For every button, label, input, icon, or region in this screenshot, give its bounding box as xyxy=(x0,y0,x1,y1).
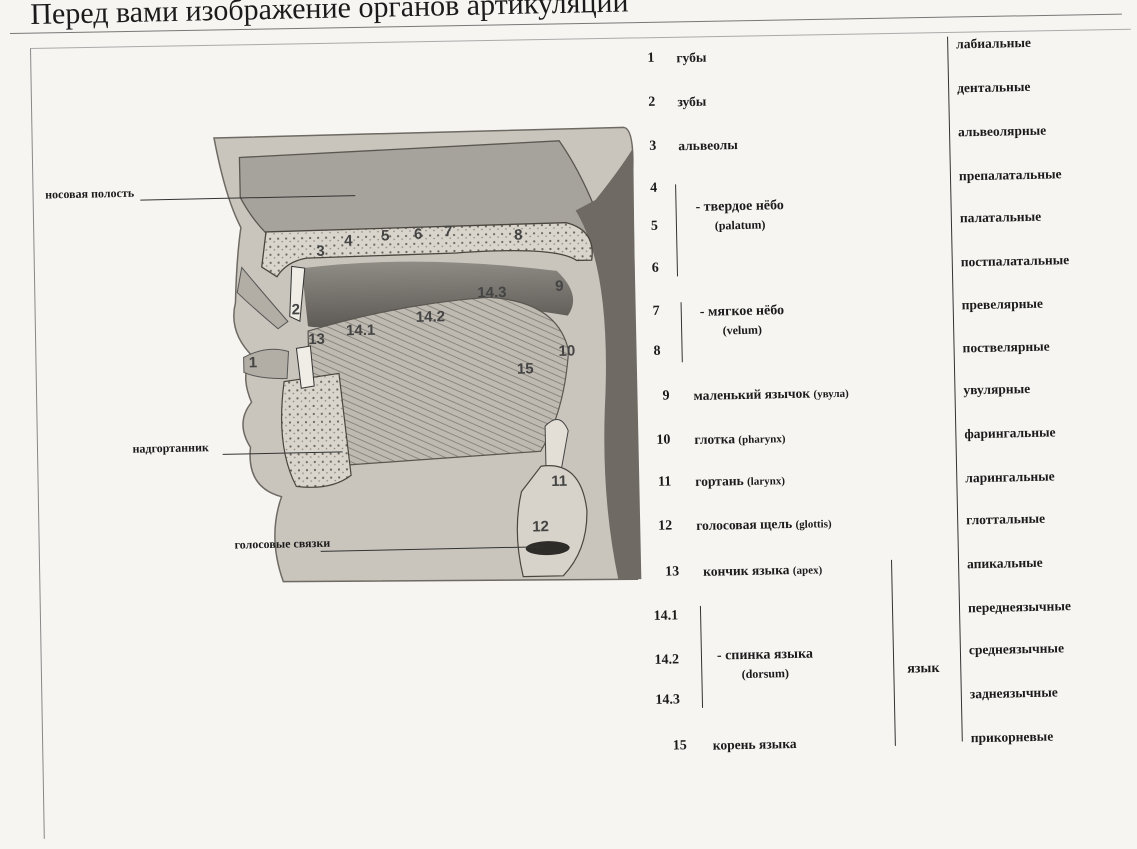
fig-num-13: 13 xyxy=(308,331,325,348)
organ-num-7: 7 xyxy=(626,304,660,321)
organ-glottis: голосовая щель (glottis) xyxy=(696,515,832,534)
term-palatal: палатальные xyxy=(960,209,1042,227)
term-dental: дентальные xyxy=(957,79,1031,97)
term-back-lingual: заднеязычные xyxy=(970,684,1058,702)
organ-num-4: 4 xyxy=(623,181,657,198)
organ-larynx: гортань (larynx) xyxy=(695,472,785,490)
term-mid-lingual: среднеязычные xyxy=(969,640,1064,658)
organ-num-10: 10 xyxy=(636,433,670,450)
organ-uvula: маленький язычок (увула) xyxy=(693,385,849,404)
label-vocal-cords: голосовые связки xyxy=(234,536,330,553)
terms-divider xyxy=(947,37,963,742)
organ-num-12: 12 xyxy=(638,519,672,536)
tongue-back-latin: (dorsum) xyxy=(717,664,813,684)
tongue-label: язык xyxy=(907,661,940,678)
fig-num-9: 9 xyxy=(555,278,564,295)
soft-palate-bracket xyxy=(681,302,683,362)
label-epiglottis: надгортанник xyxy=(132,440,209,457)
term-postpalatal: постпалатальные xyxy=(961,252,1070,270)
organ-num-6: 6 xyxy=(625,261,659,278)
organ-num-2: 2 xyxy=(621,95,655,112)
term-laryngeal: ларингальные xyxy=(965,468,1055,486)
term-uvular: увулярные xyxy=(963,381,1030,398)
term-labial: лабиальные xyxy=(956,35,1031,53)
hard-palate-bracket xyxy=(675,184,678,276)
organ-num-9: 9 xyxy=(635,389,669,406)
soft-palate-label: - мягкое нёбо (velum) xyxy=(700,302,785,340)
term-radical: прикорневые xyxy=(971,729,1054,747)
term-apical: апикальные xyxy=(967,555,1043,573)
fig-num-10: 10 xyxy=(558,343,575,360)
fig-num-6: 6 xyxy=(414,226,423,243)
organ-num-8: 8 xyxy=(626,344,660,361)
fig-num-14-1: 14.1 xyxy=(346,322,376,340)
hard-palate-latin: (palatum) xyxy=(696,215,785,235)
term-prepalatal: препалатальные xyxy=(959,166,1062,184)
organ-num-3: 3 xyxy=(622,139,656,156)
organ-num-14-3: 14.3 xyxy=(646,692,680,709)
term-alveolar: альвеолярные xyxy=(958,123,1046,141)
fig-num-11: 11 xyxy=(551,473,567,490)
fig-num-3: 3 xyxy=(316,243,325,260)
organ-num-13: 13 xyxy=(645,564,679,581)
organ-alveoli: альвеолы xyxy=(678,137,738,154)
tongue-back-bracket xyxy=(700,606,703,708)
fig-num-2: 2 xyxy=(291,301,300,318)
organ-num-14-2: 14.2 xyxy=(645,652,679,669)
fig-num-5: 5 xyxy=(381,227,390,244)
tongue-back-label: - спинка языка (dorsum) xyxy=(717,646,814,684)
organ-num-15: 15 xyxy=(653,738,687,755)
soft-palate-latin: (velum) xyxy=(700,320,785,340)
term-glottal: глоттальные xyxy=(966,511,1045,529)
jaw-shape xyxy=(281,373,352,488)
organ-teeth: зубы xyxy=(677,94,706,111)
organ-num-11: 11 xyxy=(637,475,671,492)
organ-pharynx: глотка (pharynx) xyxy=(694,430,785,448)
term-prevelar: превелярные xyxy=(962,296,1044,314)
term-postvelar: поствелярные xyxy=(962,339,1049,357)
fig-num-1: 1 xyxy=(249,354,258,371)
fig-num-4: 4 xyxy=(344,232,353,249)
organ-tongue-tip: кончик языка (apex) xyxy=(703,561,822,579)
organ-num-1: 1 xyxy=(620,51,654,68)
organ-num-5: 5 xyxy=(624,219,658,236)
fig-num-14-3: 14.3 xyxy=(477,284,507,302)
fig-num-8: 8 xyxy=(514,227,523,244)
fig-num-7: 7 xyxy=(444,223,453,240)
organ-num-14-1: 14.1 xyxy=(644,608,678,625)
organ-lips: губы xyxy=(676,50,706,67)
articulation-diagram: 1 2 3 4 5 6 7 8 9 10 11 12 13 14.1 14.2 … xyxy=(34,109,644,596)
hard-palate-label: - твердое нёбо (palatum) xyxy=(695,197,784,235)
fig-num-15: 15 xyxy=(517,360,534,377)
fig-num-14-2: 14.2 xyxy=(416,308,446,326)
label-nasal-cavity: носовая полость xyxy=(45,186,134,203)
term-pharyngeal: фарингальные xyxy=(964,424,1056,442)
term-front-lingual: переднеязычные xyxy=(968,598,1071,616)
organ-tongue-root: корень языка xyxy=(713,736,797,754)
tongue-bracket xyxy=(891,560,896,746)
fig-num-12: 12 xyxy=(532,518,549,535)
